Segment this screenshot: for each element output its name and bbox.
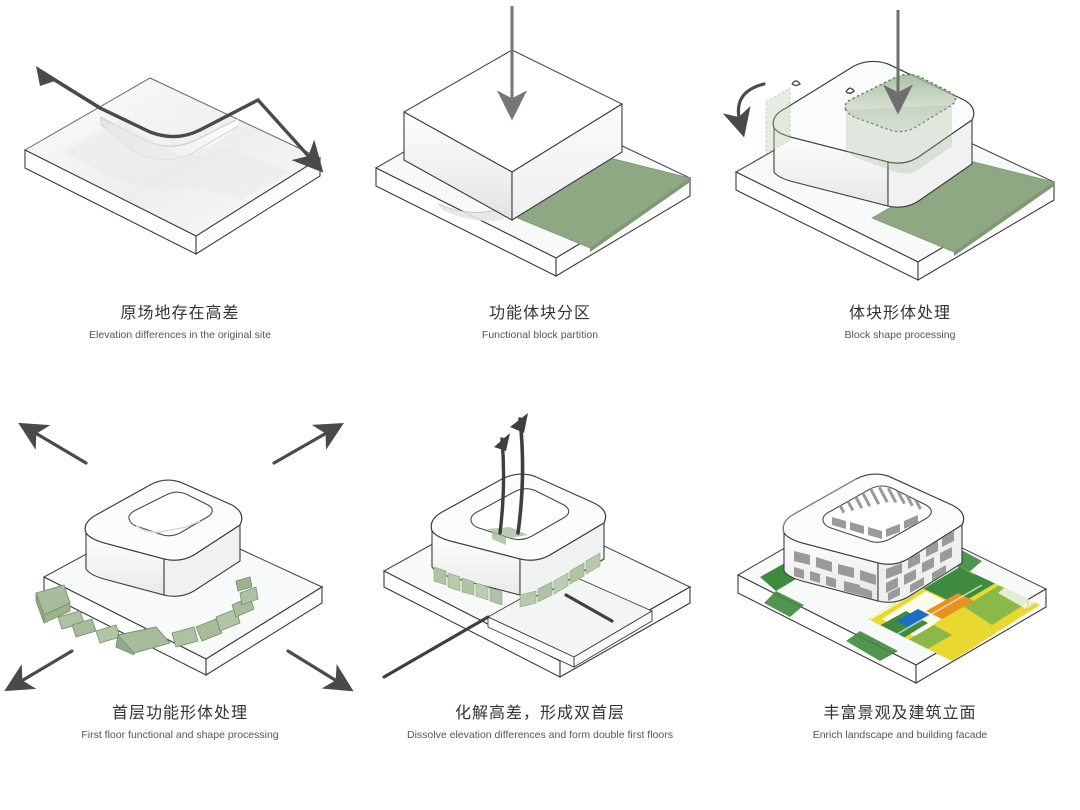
green-fragments: [35, 576, 259, 656]
caption-title-en-3: Block shape processing: [844, 329, 956, 341]
caption-2: 功能体块分区 Functional block partition: [370, 304, 710, 343]
diagram-stage-2: [360, 0, 720, 300]
caption-5: 化解高差，形成双首层 Dissolve elevation difference…: [370, 704, 710, 743]
caption-title-cn-6: 丰富景观及建筑立面: [823, 705, 977, 722]
caption-title-en-4: First floor functional and shape process…: [81, 729, 279, 741]
double-first-floor-illustration: [382, 413, 692, 679]
diagram-stage-4: [0, 405, 360, 700]
caption-title-en-6: Enrich landscape and building facade: [812, 729, 988, 741]
caption-6: 丰富景观及建筑立面 Enrich landscape and building …: [730, 704, 1070, 743]
diagram-panel-6: 丰富景观及建筑立面 Enrich landscape and building …: [720, 405, 1080, 810]
diagram-stage-3: [720, 0, 1080, 300]
caption-4: 首层功能形体处理 First floor functional and shap…: [10, 704, 350, 743]
courtyard-void-marker: [844, 73, 957, 174]
final-building-landscape-illustration: [736, 473, 1048, 684]
pin-markers: [791, 80, 855, 94]
section-cut-line: [382, 593, 614, 679]
caption-1: 原场地存在高差 Elevation differences in the ori…: [10, 304, 350, 343]
diagram-stage-1: [0, 0, 360, 300]
diagram-panel-1: 原场地存在高差 Elevation differences in the ori…: [0, 0, 360, 405]
diagram-panel-3: 体块形体处理 Block shape processing: [720, 0, 1080, 405]
diagram-panel-4: 首层功能形体处理 First floor functional and shap…: [0, 405, 360, 810]
rounded-mass-block: [84, 479, 243, 597]
caption-title-en-5: Dissolve elevation differences and form …: [407, 729, 673, 741]
diagram-stage-5: [360, 405, 720, 700]
caption-3: 体块形体处理 Block shape processing: [730, 304, 1070, 343]
diagram-panel-2: 功能体块分区 Functional block partition: [360, 0, 720, 405]
hinged-panel-dotted: [765, 86, 791, 156]
caption-title-cn-4: 首层功能形体处理: [111, 705, 248, 722]
caption-title-en-1: Elevation differences in the original si…: [89, 329, 271, 341]
diagram-panel-5: 化解高差，形成双首层 Dissolve elevation difference…: [360, 405, 720, 810]
green-base-fragments: [433, 527, 601, 608]
ring-mass-block: [430, 473, 607, 597]
site-terrain-illustration: [23, 66, 324, 255]
diagram-stage-6: [720, 405, 1080, 700]
section-direction-arrow: [36, 66, 324, 173]
caption-title-cn-3: 体块形体处理: [848, 305, 951, 322]
caption-title-cn-5: 化解高差，形成双首层: [454, 705, 625, 722]
site-slab: [23, 77, 322, 255]
facade-windows-right: [886, 531, 954, 601]
caption-title-en-2: Functional block partition: [481, 329, 599, 341]
functional-block-illustration: [374, 6, 692, 277]
first-floor-shape-illustration: [4, 422, 354, 692]
final-building-mass: [782, 473, 965, 603]
caption-title-cn-2: 功能体块分区: [488, 305, 591, 322]
courtyard-louvers: [832, 486, 922, 539]
rotate-arrow: [722, 82, 766, 138]
block-shape-illustration: [722, 10, 1056, 281]
expand-outward-arrows: [4, 422, 354, 692]
lift-up-arrows: [494, 413, 528, 535]
caption-title-cn-1: 原场地存在高差: [120, 305, 240, 322]
